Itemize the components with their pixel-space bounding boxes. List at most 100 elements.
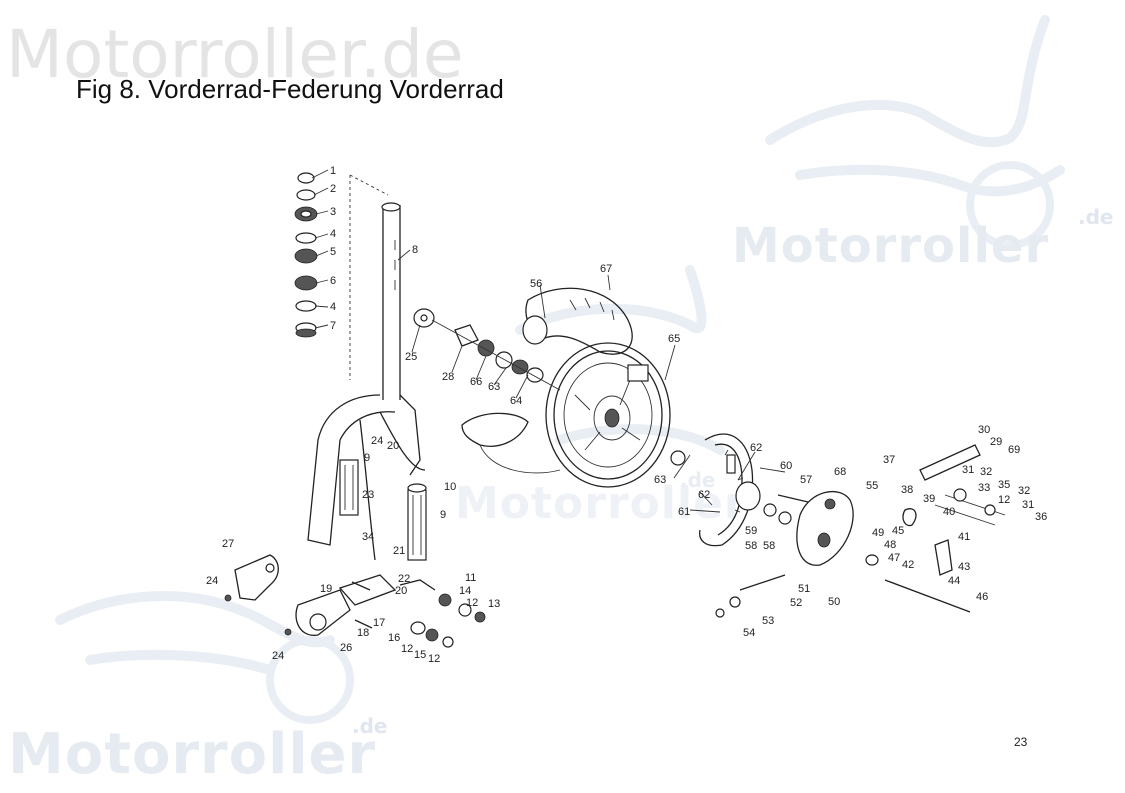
part-number-label: 25 (405, 351, 417, 363)
part-number-label: 24 (206, 575, 218, 587)
part-number-label: 39 (923, 493, 935, 505)
part-number-label: 12 (401, 643, 413, 655)
part-number-label: 32 (980, 466, 992, 478)
part-number-label: 62 (698, 489, 710, 501)
brake-shoes (670, 433, 754, 547)
part-number-label: 9 (440, 509, 446, 521)
part-number-label: 40 (943, 506, 955, 518)
steering-column (381, 202, 401, 400)
part-number-label: 47 (888, 552, 900, 564)
watermark-suffix-bottom: .de (352, 714, 388, 738)
fork-frame (307, 394, 426, 561)
scooter-watermark-center (515, 265, 725, 455)
part-number-label: 54 (743, 627, 755, 639)
part-number-label: 46 (976, 591, 988, 603)
part-number-label: 15 (414, 649, 426, 661)
watermark-brand-bottom: Motorroller (8, 722, 377, 787)
leader-lines (311, 169, 786, 513)
part-number-label: 17 (373, 617, 385, 629)
part-number-label: 21 (393, 545, 405, 557)
part-number-label: 35 (998, 479, 1010, 491)
part-number-label: 8 (412, 244, 418, 256)
part-number-label: 48 (884, 539, 896, 551)
part-number-label: 4 (330, 301, 336, 313)
part-number-label: 6 (330, 275, 336, 287)
part-number-label: 29 (990, 436, 1002, 448)
part-number-label: 24 (272, 650, 284, 662)
bearing-stack (294, 172, 318, 338)
part-number-label: 62 (750, 442, 762, 454)
part-number-label: 41 (958, 531, 970, 543)
scooter-watermark-right (765, 15, 1065, 249)
part-number-label: 53 (762, 615, 774, 627)
part-number-label: 44 (948, 575, 960, 587)
part-number-label: 3 (330, 206, 336, 218)
part-number-label: 12 (466, 597, 478, 609)
part-number-label: 27 (222, 538, 234, 550)
part-number-label: 45 (892, 525, 904, 537)
watermark-header: Motorroller.de (6, 16, 464, 93)
part-number-label: 31 (962, 464, 974, 476)
brake-linkage (715, 444, 1006, 618)
part-number-label: 50 (828, 596, 840, 608)
part-number-label: 12 (428, 653, 440, 665)
part-number-label: 14 (459, 585, 471, 597)
part-number-label: 9 (364, 452, 370, 464)
part-number-label: 36 (1035, 511, 1047, 523)
part-number-label: 34 (362, 531, 374, 543)
part-number-label: 26 (340, 642, 352, 654)
part-number-label: 13 (488, 598, 500, 610)
part-number-label: 61 (678, 506, 690, 518)
part-number-label: 19 (320, 583, 332, 595)
brake-plate (735, 481, 854, 566)
figure-title: Fig 8. Vorderrad-Federung Vorderrad (76, 74, 504, 104)
part-number-label: 49 (872, 527, 884, 539)
axle-bushings (413, 308, 561, 391)
page-number: 23 (1014, 735, 1028, 749)
part-number-label: 51 (798, 583, 810, 595)
shock-absorbers (339, 459, 427, 561)
part-number-label: 66 (470, 376, 482, 388)
part-number-label: 67 (600, 263, 612, 275)
part-number-label: 32 (1018, 485, 1030, 497)
lower-link-parts (224, 554, 486, 648)
part-number-label: 38 (901, 484, 913, 496)
part-number-label: 23 (362, 489, 374, 501)
part-number-label: 4 (330, 228, 336, 240)
part-number-label: 5 (330, 246, 336, 258)
part-number-label: 43 (958, 561, 970, 573)
part-number-label: 22 (398, 573, 410, 585)
tire (461, 287, 633, 474)
part-number-label: 64 (510, 395, 522, 407)
part-number-label: 56 (530, 278, 542, 290)
part-number-label: 65 (668, 333, 680, 345)
part-number-label: 37 (883, 454, 895, 466)
part-number-label: 24 (371, 435, 383, 447)
part-number-label: 55 (866, 480, 878, 492)
part-number-label: 12 (998, 494, 1010, 506)
part-number-label: 11 (465, 572, 476, 584)
part-number-label: 68 (834, 466, 846, 478)
part-number-label: 20 (395, 585, 407, 597)
part-number-label: 57 (800, 474, 812, 486)
part-number-label: 30 (978, 424, 990, 436)
watermark-suffix-center: .de (680, 468, 716, 492)
part-number-label: 69 (1008, 444, 1020, 456)
part-number-label: 63 (654, 474, 666, 486)
part-number-label: 33 (978, 482, 990, 494)
part-number-label: 59 (745, 525, 757, 537)
part-number-label: 63 (488, 381, 500, 393)
part-number-label: 18 (357, 627, 369, 639)
watermark-suffix-right: .de (1078, 205, 1114, 229)
part-number-label: 20 (387, 440, 399, 452)
part-number-label: 10 (444, 481, 456, 493)
part-number-label: 42 (902, 559, 914, 571)
part-number-label: 60 (780, 460, 792, 472)
part-number-label: 16 (388, 632, 400, 644)
part-number-label: 58 (745, 540, 757, 552)
wheel-rim (545, 342, 671, 488)
part-number-label: 1 (330, 165, 336, 177)
